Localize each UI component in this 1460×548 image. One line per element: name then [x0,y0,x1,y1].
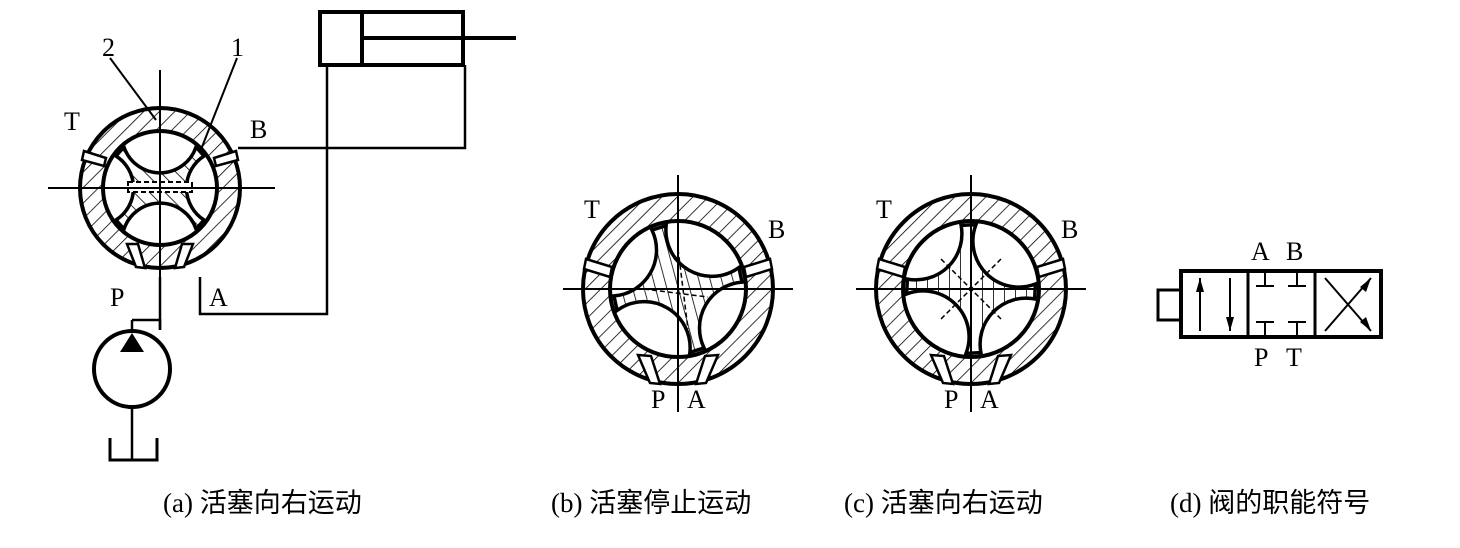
port-label-B: B [250,115,267,144]
port-label-A: A [980,385,999,414]
label-2: 2 [102,33,115,62]
port-label-A: A [687,385,706,414]
port-label-T: T [1286,343,1302,372]
port-label-T: T [876,195,892,224]
caption-a: (a) 活塞向右运动 [163,488,362,518]
label-1: 1 [231,33,244,62]
port-label-A: A [209,283,228,312]
port-label-T: T [64,107,80,136]
figure-c-piston-right: T B P A (c) 活塞向右运动 [844,175,1086,518]
port-label-A: A [1251,237,1270,266]
caption-c: (c) 活塞向右运动 [844,488,1043,518]
hydraulic-cylinder [318,10,516,67]
figure-a-piston-right: 2 1 T B P A (a) 活塞向右运动 [48,10,516,518]
pump-symbol [92,318,172,460]
port-label-P: P [1254,343,1268,372]
port-label-B: B [768,215,785,244]
tank-symbol [108,438,159,462]
figure-d-valve-symbol: A B P T (d) 阀的职能符号 [1156,237,1383,518]
figure-b-piston-stop: T B P A (b) 活塞停止运动 [551,175,793,518]
port-label-B: B [1286,237,1303,266]
port-label-P: P [651,385,665,414]
caption-d: (d) 阀的职能符号 [1170,488,1370,518]
port-label-B: B [1061,215,1078,244]
port-label-P: P [944,385,958,414]
valve-symbol-box [1179,269,1383,339]
caption-b: (b) 活塞停止运动 [551,488,751,518]
port-label-T: T [584,195,600,224]
port-label-P: P [110,283,124,312]
